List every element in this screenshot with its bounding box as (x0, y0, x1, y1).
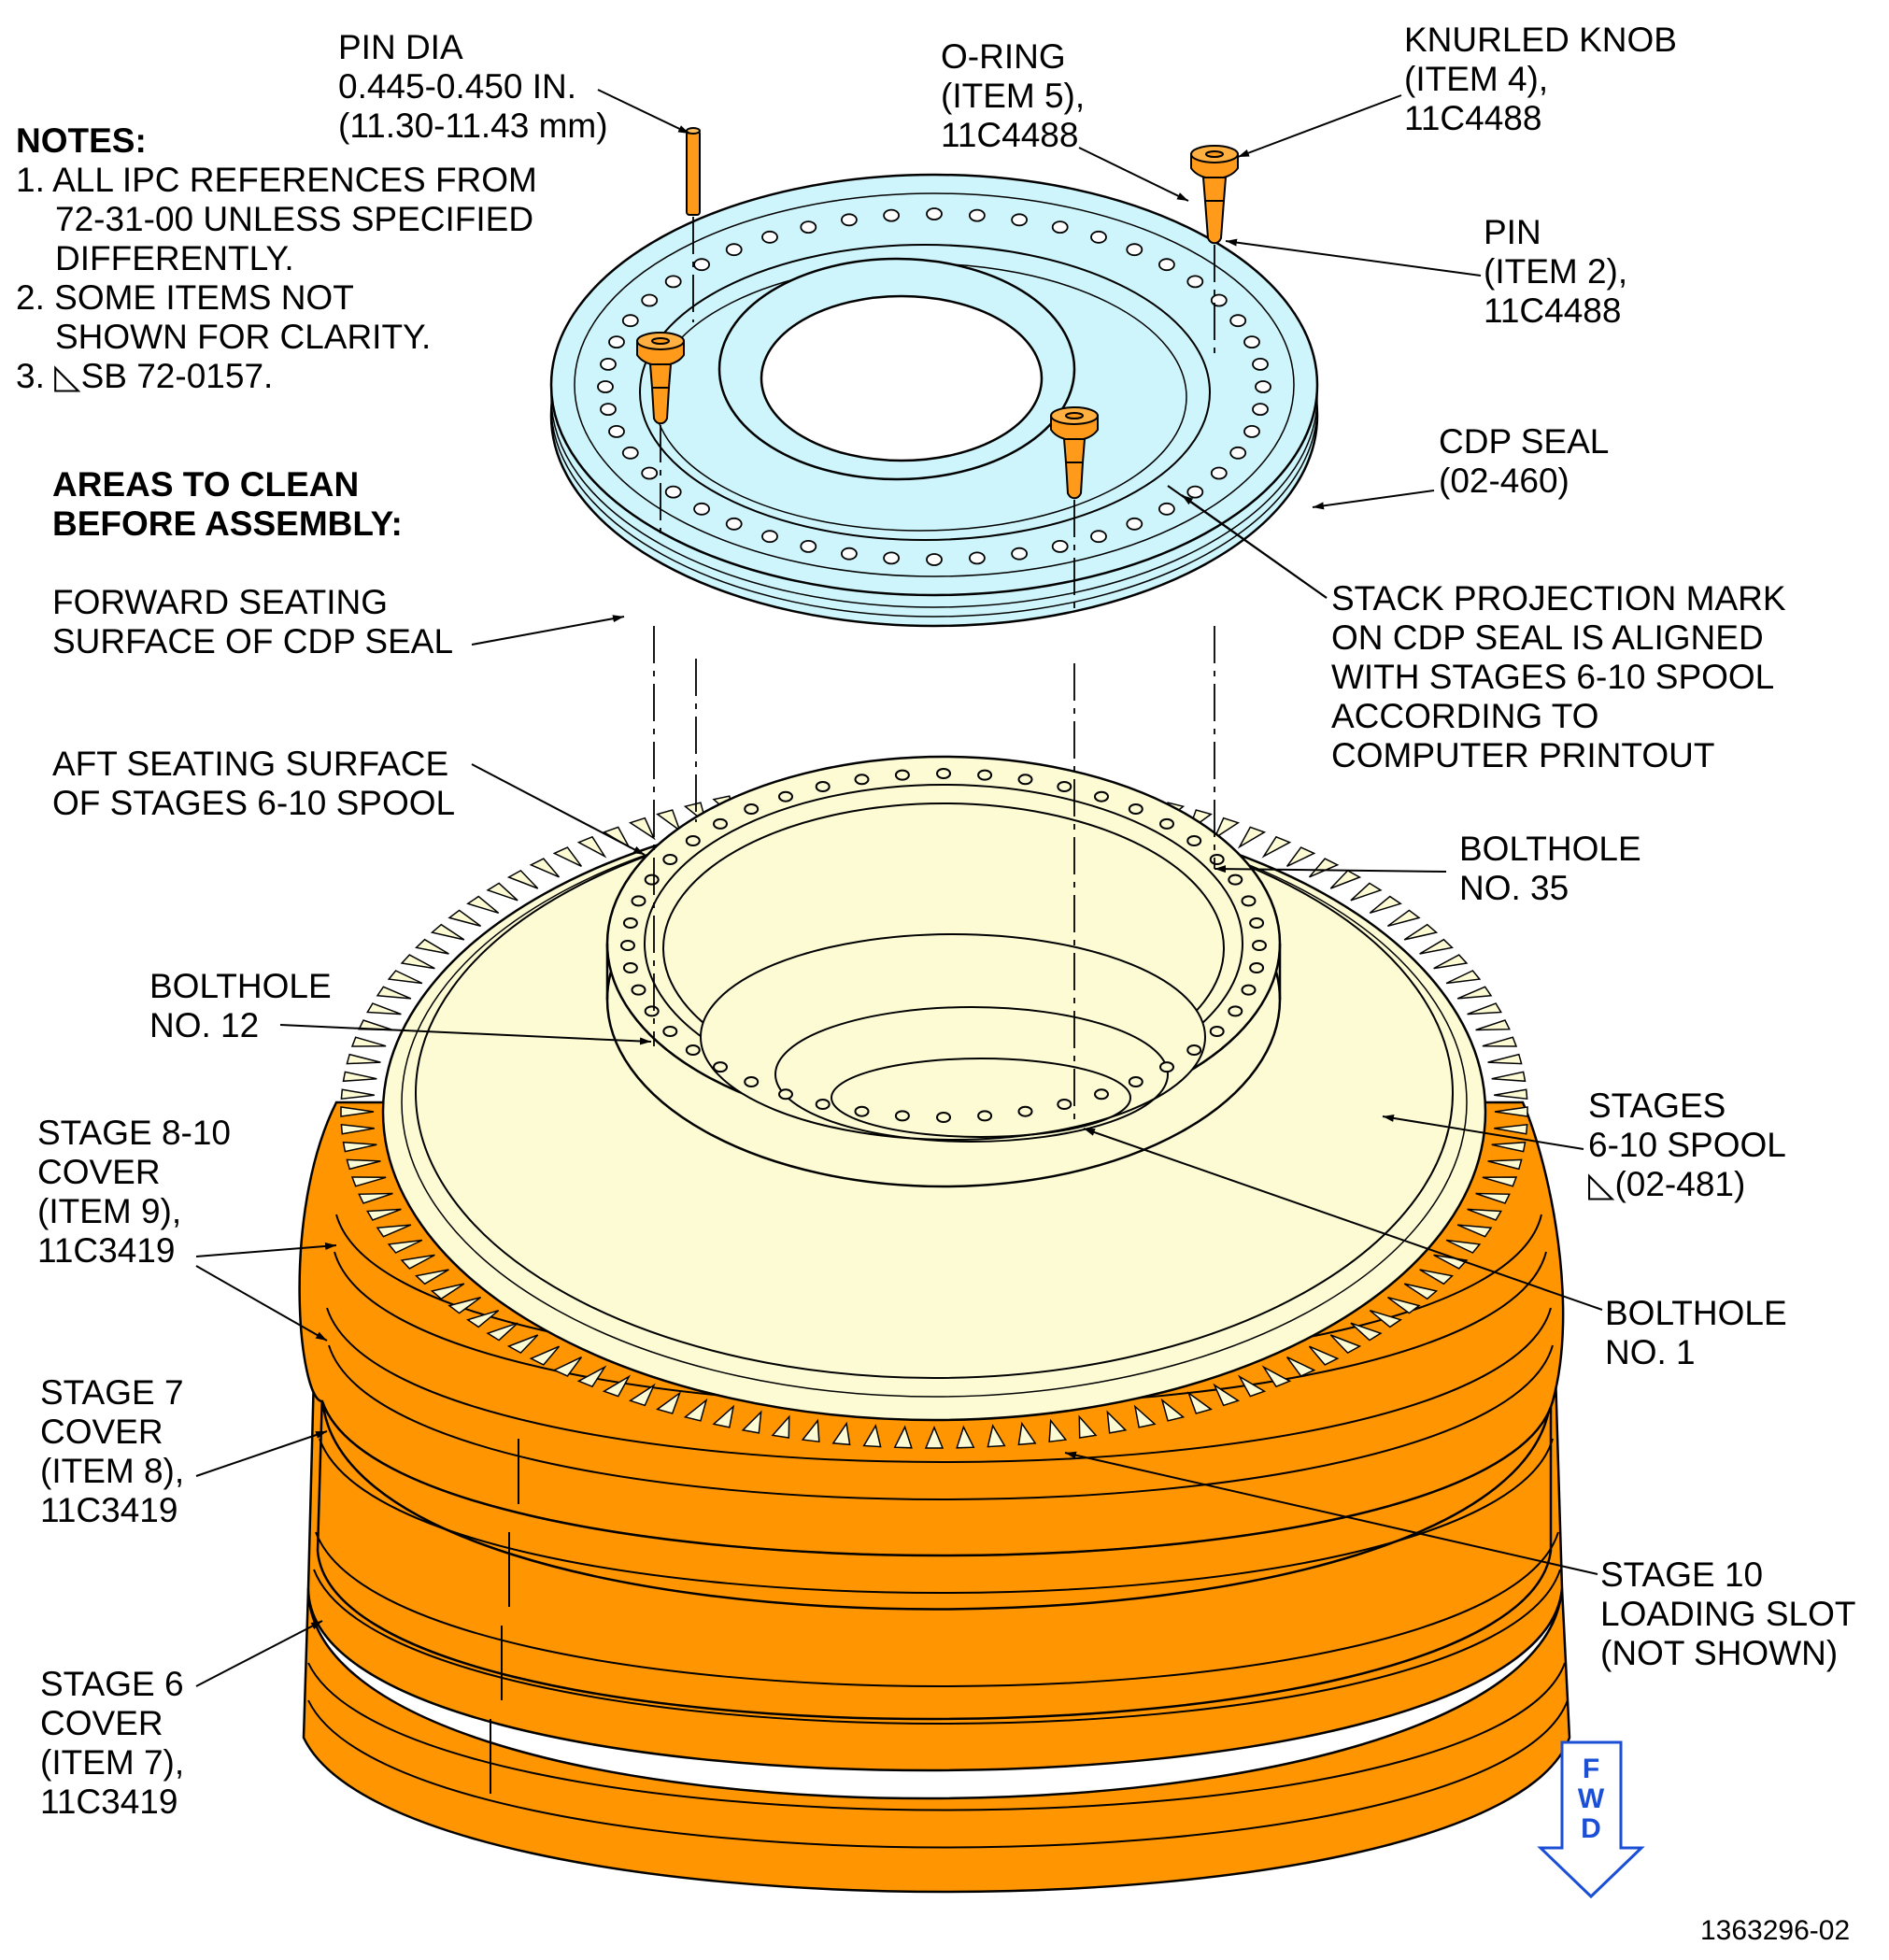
aft-seating-line-1: AFT SEATING SURFACE (52, 745, 449, 783)
pin-dia-line-1: PIN DIA (338, 28, 463, 66)
loading-slot-line-2: LOADING SLOT (1600, 1595, 1856, 1633)
cdp-seal (549, 173, 1319, 628)
stages-spool-label: STAGES 6-10 SPOOL ◺(02-481) (1588, 1087, 1786, 1204)
stage-7-line-4: 11C3419 (40, 1491, 178, 1529)
stage-10-blades (340, 774, 1528, 1449)
pin-line-3: 11C4488 (1484, 291, 1622, 330)
forward-seating-label: FORWARD SEATING SURFACE OF CDP SEAL (52, 583, 453, 661)
stack-mark-line-2: ON CDP SEAL IS ALIGNED (1331, 618, 1764, 657)
pin-dia-line-2: 0.445-0.450 IN. (338, 67, 577, 106)
stage-7-line-3: (ITEM 8), (40, 1452, 185, 1490)
notes-block: NOTES: 1. ALL IPC REFERENCES FROM 72-31-… (16, 121, 537, 396)
o-ring-line-3: 11C4488 (941, 116, 1079, 154)
aft-seating-line-2: OF STAGES 6-10 SPOOL (52, 784, 456, 822)
stage-8-10-line-3: (ITEM 9), (37, 1192, 182, 1230)
stage-7-line-1: STAGE 7 (40, 1373, 184, 1412)
stack-mark-line-4: ACCORDING TO (1331, 697, 1599, 735)
note-2-line-1: 2. SOME ITEMS NOT (16, 278, 354, 317)
forward-seating-line-1: FORWARD SEATING (52, 583, 389, 621)
fwd-letter-d: D (1581, 1813, 1601, 1844)
notes-heading: NOTES: (16, 121, 147, 160)
stage-6-line-3: (ITEM 7), (40, 1743, 185, 1782)
bolthole-35-label: BOLTHOLE NO. 35 (1459, 830, 1641, 908)
note-1-line-3: DIFFERENTLY. (55, 239, 294, 277)
stage-7-cover-label: STAGE 7 COVER (ITEM 8), 11C3419 (40, 1373, 184, 1530)
bolthole-35-line-1: BOLTHOLE (1459, 830, 1641, 868)
stack-mark-line-1: STACK PROJECTION MARK (1331, 579, 1786, 618)
pin-label: PIN (ITEM 2), 11C4488 (1484, 213, 1627, 331)
bolthole-1-line-1: BOLTHOLE (1605, 1294, 1787, 1332)
cdp-seal-boltholes (597, 207, 1271, 566)
areas-heading-line-2: BEFORE ASSEMBLY: (52, 504, 403, 543)
fwd-letter-w: W (1577, 1783, 1605, 1814)
bolthole-12-line-1: BOLTHOLE (149, 967, 332, 1005)
stages-spool-line-3: ◺(02-481) (1588, 1165, 1746, 1203)
note-1-line-2: 72-31-00 UNLESS SPECIFIED (55, 200, 534, 238)
fwd-label: F W D (1572, 1754, 1610, 1844)
loading-slot-line-3: (NOT SHOWN) (1600, 1634, 1839, 1672)
knurled-knob-right (1190, 145, 1239, 245)
bolthole-1-label: BOLTHOLE NO. 1 (1605, 1294, 1787, 1372)
stage-8-10-cover-label: STAGE 8-10 COVER (ITEM 9), 11C3419 (37, 1114, 231, 1271)
bolthole-35-line-2: NO. 35 (1459, 869, 1569, 907)
pin-dia-label: PIN DIA 0.445-0.450 IN. (11.30-11.43 mm) (338, 28, 608, 146)
fwd-arrow (1537, 1740, 1645, 1899)
stages-spool-line-1: STAGES (1588, 1087, 1726, 1125)
knurled-knob-left (636, 332, 685, 425)
figure-number: 1363296-02 (1700, 1915, 1851, 1946)
pin-line-1: PIN (1484, 213, 1541, 251)
stage-6-line-4: 11C3419 (40, 1782, 178, 1821)
loading-slot-line-1: STAGE 10 (1600, 1555, 1764, 1594)
cdp-seal-line-2: (02-460) (1439, 462, 1569, 500)
areas-heading-line-1: AREAS TO CLEAN (52, 465, 360, 504)
knurled-knob-line-1: KNURLED KNOB (1404, 21, 1677, 59)
stage-8-10-line-4: 11C3419 (37, 1231, 176, 1270)
note-2-line-2: SHOWN FOR CLARITY. (55, 318, 432, 356)
bolthole-12-line-2: NO. 12 (149, 1006, 260, 1044)
stack-mark-line-5: COMPUTER PRINTOUT (1331, 736, 1715, 774)
stage-6-line-1: STAGE 6 (40, 1665, 184, 1703)
stages-6-10-spool (381, 755, 1487, 1422)
loose-pin (686, 127, 701, 216)
stage-7-line-2: COVER (40, 1413, 163, 1451)
cdp-seal-label: CDP SEAL (02-460) (1439, 422, 1609, 501)
stack-mark-line-3: WITH STAGES 6-10 SPOOL (1331, 658, 1775, 696)
fwd-letter-f: F (1582, 1754, 1600, 1784)
knurled-knob-line-3: 11C4488 (1404, 99, 1542, 137)
o-ring-line-2: (ITEM 5), (941, 77, 1086, 115)
note-1-line-1: 1. ALL IPC REFERENCES FROM (16, 161, 537, 199)
stages-spool-line-2: 6-10 SPOOL (1588, 1126, 1786, 1164)
loading-slot-label: STAGE 10 LOADING SLOT (NOT SHOWN) (1600, 1555, 1855, 1673)
leader-lines (195, 89, 1603, 1687)
bolthole-12-label: BOLTHOLE NO. 12 (149, 967, 332, 1045)
pin-dia-line-3: (11.30-11.43 mm) (338, 107, 608, 145)
o-ring-label: O-RING (ITEM 5), 11C4488 (941, 37, 1085, 155)
stage-8-10-line-1: STAGE 8-10 (37, 1114, 232, 1152)
forward-seating-line-2: SURFACE OF CDP SEAL (52, 622, 454, 660)
stage-6-line-2: COVER (40, 1704, 163, 1742)
pin-line-2: (ITEM 2), (1484, 252, 1628, 291)
areas-heading: AREAS TO CLEAN BEFORE ASSEMBLY: (52, 465, 403, 544)
knurled-knob-label: KNURLED KNOB (ITEM 4), 11C4488 (1404, 21, 1677, 138)
stack-projection-label: STACK PROJECTION MARK ON CDP SEAL IS ALI… (1331, 579, 1786, 775)
stage-8-10-line-2: COVER (37, 1153, 161, 1191)
alignment-centerlines (653, 217, 1215, 1121)
knurled-knob-line-2: (ITEM 4), (1404, 60, 1549, 98)
aft-seating-label: AFT SEATING SURFACE OF STAGES 6-10 SPOOL (52, 745, 455, 823)
spool-boltholes (620, 768, 1267, 1123)
bolthole-1-line-2: NO. 1 (1605, 1333, 1696, 1371)
cdp-seal-line-1: CDP SEAL (1439, 422, 1610, 461)
note-3: 3. ◺SB 72-0157. (16, 357, 274, 395)
stage-6-cover-label: STAGE 6 COVER (ITEM 7), 11C3419 (40, 1665, 184, 1822)
knurled-knob-center (1050, 406, 1099, 500)
o-ring-line-1: O-RING (941, 37, 1066, 76)
